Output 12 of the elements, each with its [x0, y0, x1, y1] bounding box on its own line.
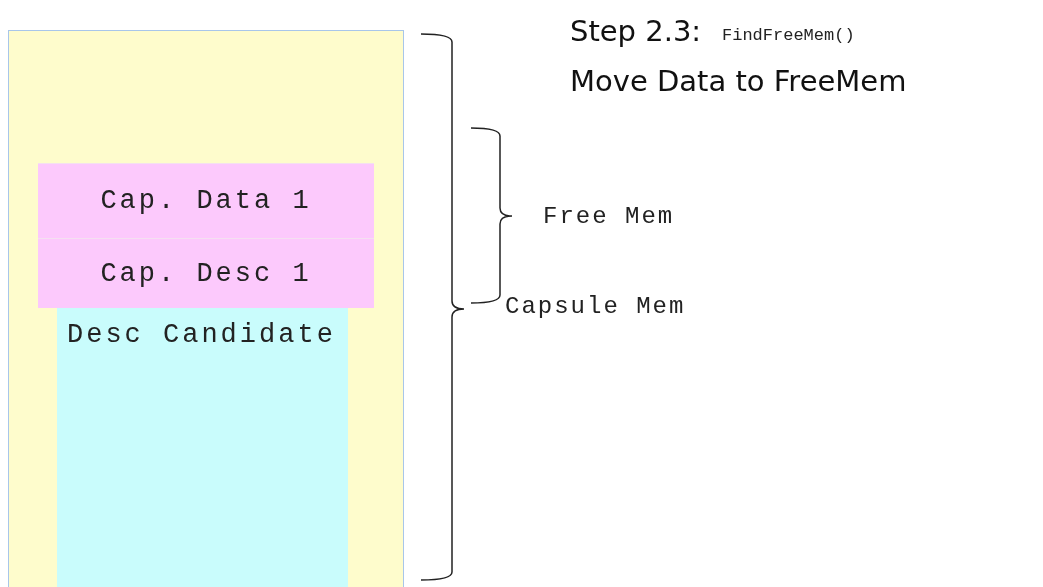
title: Step 2.3: [570, 14, 702, 48]
candidate-region [57, 308, 348, 587]
function-name: FindFreeMem() [722, 26, 855, 45]
memory-column [8, 30, 404, 587]
bracket-label: Free Mem [543, 203, 675, 230]
capsule-block [38, 238, 374, 308]
block-label: Desc Candidate [67, 320, 336, 350]
block-label: Cap. Data 1 [100, 186, 312, 216]
capsule-block [38, 163, 374, 238]
block-label: Cap. Desc 1 [100, 258, 312, 289]
subtitle: Move Data to FreeMem [570, 64, 907, 98]
bracket-label: Capsule Mem [505, 293, 686, 320]
